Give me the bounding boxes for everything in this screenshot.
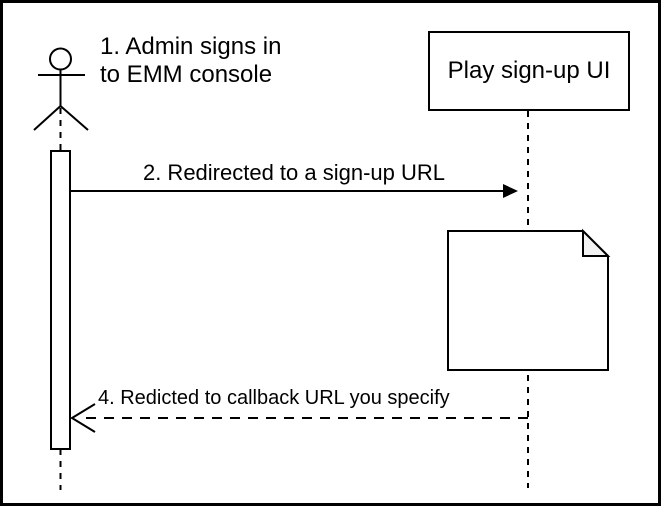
step1-line1: 1. Admin signs in: [100, 33, 282, 60]
actor-head: [49, 47, 72, 71]
note-fold-corner: [582, 228, 611, 257]
actor-leg-left: [33, 105, 62, 131]
message-2-arrowhead: [503, 184, 518, 198]
actor-leg-right: [59, 105, 89, 131]
step1-line2: to EMM console: [100, 61, 273, 88]
participant-box-play-signup-ui: Play sign-up UI: [428, 31, 630, 111]
message-2-label: 2. Redirected to a sign-up URL: [142, 160, 446, 185]
note-shape: [447, 230, 609, 371]
step1-annotation: 1. Admin signs in to EMM console: [100, 33, 281, 89]
message-4-label: 4. Redicted to callback URL you specify: [98, 387, 450, 409]
participant-box-label: Play sign-up UI: [447, 57, 611, 84]
activation-bar: [50, 150, 71, 450]
admin-actor-icon: [33, 47, 89, 131]
message-4-arrowhead: [70, 403, 96, 433]
